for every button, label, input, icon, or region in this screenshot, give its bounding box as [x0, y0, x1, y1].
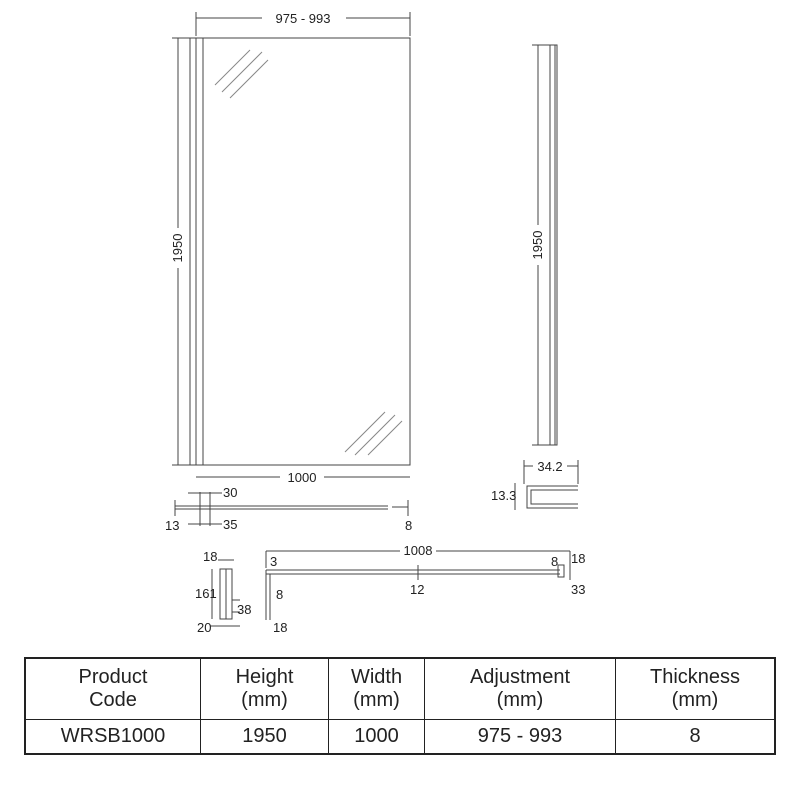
dim-bottom-width: 1000 — [288, 470, 317, 485]
dim-20: 20 — [197, 620, 211, 635]
dim-38: 38 — [237, 602, 251, 617]
dim-channel-height: 13.3 — [491, 488, 516, 503]
dim-side-height: 1950 — [530, 231, 545, 260]
dim-1008: 1008 — [404, 543, 433, 558]
cell-adjustment: 975 - 993 — [424, 719, 616, 755]
cell-height: 1950 — [200, 719, 329, 755]
header-thickness: Thickness(mm) — [615, 657, 776, 720]
header-line: Adjustment — [469, 666, 571, 688]
dim-8a: 8 — [276, 587, 283, 602]
dim-18b: 18 — [273, 620, 287, 635]
dim-height: 1950 — [170, 234, 185, 263]
cell-width: 1000 — [328, 719, 425, 755]
dim-channel-width: 34.2 — [537, 459, 562, 474]
dim-8: 8 — [405, 518, 412, 533]
dim-13: 13 — [165, 518, 179, 533]
technical-drawing: 975 - 993 1950 1000 1950 34.2 13.3 30 13… — [165, 10, 585, 635]
header-line: (mm) — [353, 689, 400, 711]
dim-161: 161 — [195, 586, 217, 601]
bar-views: 18 161 38 20 1008 3 12 8 18 8 18 33 — [195, 543, 585, 635]
header-line: (mm) — [241, 689, 288, 711]
dim-30: 30 — [223, 485, 237, 500]
dim-33: 33 — [571, 582, 585, 597]
header-line: Height — [235, 666, 294, 688]
header-adjustment: Adjustment(mm) — [424, 657, 616, 720]
cell-product-code: WRSB1000 — [24, 719, 201, 755]
side-view: 1950 34.2 13.3 — [491, 44, 579, 510]
dim-12: 12 — [410, 582, 424, 597]
header-line: Code — [89, 689, 137, 711]
header-line: Product — [78, 666, 148, 688]
header-line: Width — [350, 666, 403, 688]
header-line: (mm) — [496, 689, 544, 711]
dim-35: 35 — [223, 517, 237, 532]
dim-3: 3 — [270, 554, 277, 569]
header-width: Width(mm) — [328, 657, 425, 720]
header-line: Thickness — [649, 666, 741, 688]
dim-18c: 18 — [571, 551, 585, 566]
plan-view: 30 13 35 8 — [165, 485, 412, 533]
cell-thickness: 8 — [615, 719, 776, 755]
dim-top-width: 975 - 993 — [276, 11, 331, 26]
front-view: 975 - 993 1950 1000 — [168, 10, 411, 485]
header-height: Height(mm) — [200, 657, 329, 720]
table-row: WRSB1000 1950 1000 975 - 993 8 — [24, 719, 776, 755]
header-line: (mm) — [671, 689, 719, 711]
dim-18a: 18 — [203, 549, 217, 564]
dim-8b: 8 — [551, 554, 558, 569]
